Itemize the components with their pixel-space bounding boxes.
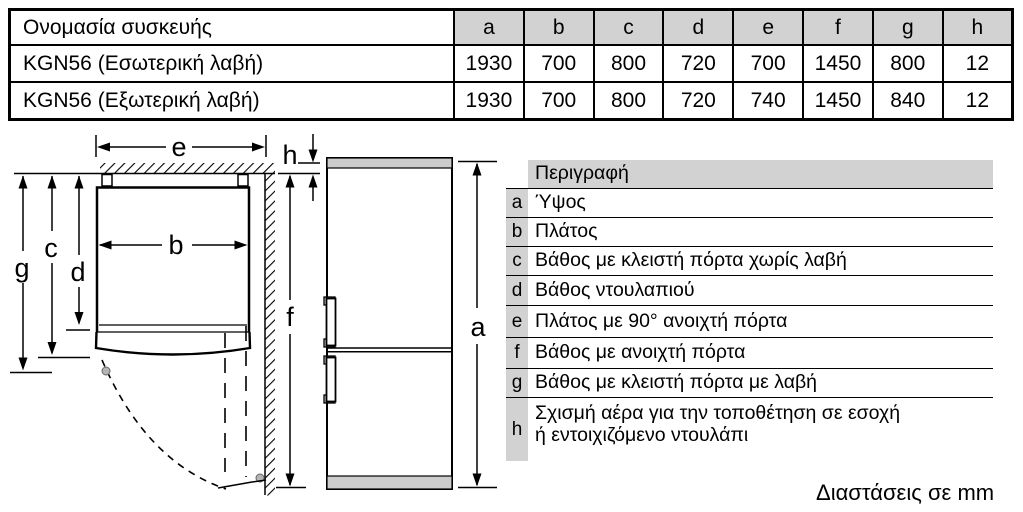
wall-hatch-top bbox=[100, 163, 275, 174]
legend-text: Βάθος με κλειστή πόρτα χωρίς λαβή bbox=[535, 249, 847, 272]
legend-text: Βάθος με ανοιχτή πόρτα bbox=[535, 341, 746, 364]
legend-header-letter-cell bbox=[506, 160, 528, 188]
legend-text: Βάθος ντουλαπιού bbox=[535, 278, 695, 301]
dim-label-b: b bbox=[168, 230, 183, 260]
dim-value-cell: 800 bbox=[592, 81, 665, 121]
door-swing-arc bbox=[101, 359, 227, 490]
col-header-c: c bbox=[592, 8, 665, 46]
legend-text: Πλάτος με 90° ανοιχτή πόρτα bbox=[535, 309, 788, 332]
dimension-f: f bbox=[276, 174, 306, 489]
door-closed-front bbox=[94, 331, 252, 356]
col-header-d: d bbox=[662, 8, 735, 46]
table-row: KGN56 (Εσωτερική λαβή) 1930 700 800 720 … bbox=[8, 44, 1014, 83]
dim-value-cell: 1450 bbox=[802, 81, 874, 121]
legend-table: Περιγραφή a Ύψος b Πλάτος c Βάθος με κλε… bbox=[506, 160, 993, 461]
col-header-g: g bbox=[871, 8, 944, 46]
model-name-cell: KGN56 (Εξωτερική λαβή) bbox=[8, 81, 455, 121]
door-open-dashed bbox=[101, 326, 267, 490]
top-view-group: e h bbox=[10, 132, 320, 496]
dim-value-cell: 720 bbox=[662, 81, 735, 121]
dim-value-cell: 800 bbox=[871, 44, 944, 83]
fridge-body-frontview bbox=[326, 157, 453, 490]
legend-text: Πλάτος bbox=[535, 220, 598, 243]
dim-label-d: d bbox=[70, 257, 85, 287]
legend-letter: g bbox=[506, 369, 528, 397]
legend-text: Ύψος bbox=[535, 191, 586, 214]
dim-label-a: a bbox=[470, 312, 486, 342]
legend-header-row: Περιγραφή bbox=[506, 160, 993, 189]
dim-value-cell: 1930 bbox=[453, 81, 525, 121]
dim-value-cell: 840 bbox=[871, 81, 944, 121]
legend-row-c: c Βάθος με κλειστή πόρτα χωρίς λαβή bbox=[506, 247, 993, 276]
table-header-row: Ονομασία συσκευής a b c d e f g h bbox=[8, 8, 1014, 46]
table-row: KGN56 (Εξωτερική λαβή) 1930 700 800 720 … bbox=[8, 81, 1014, 121]
legend-letter: c bbox=[506, 247, 528, 275]
legend-text: Σχισμή αέρα για την τοποθέτηση σε εσοχή … bbox=[535, 402, 901, 446]
dim-value-cell: 12 bbox=[941, 44, 1014, 83]
door-open-edge bbox=[217, 479, 267, 489]
dim-label-g: g bbox=[14, 253, 29, 283]
col-header-e: e bbox=[732, 8, 805, 46]
legend-letter: f bbox=[506, 338, 528, 368]
dim-value-cell: 740 bbox=[732, 81, 805, 121]
front-view-group: a bbox=[323, 157, 497, 490]
legend-row-b: b Πλάτος bbox=[506, 218, 993, 247]
dim-value-cell: 12 bbox=[941, 81, 1014, 121]
col-header-a: a bbox=[453, 8, 525, 46]
units-note: Διαστάσεις σε mm bbox=[816, 480, 995, 505]
dimensions-table: Ονομασία συσκευής a b c d e f g h KGN56 … bbox=[8, 8, 1014, 121]
dimension-a: a bbox=[458, 160, 497, 489]
dim-label-e: e bbox=[171, 132, 186, 162]
dim-value-cell: 1450 bbox=[802, 44, 874, 83]
upper-door-handle bbox=[323, 296, 337, 348]
dim-value-cell: 700 bbox=[522, 81, 595, 121]
col-header-b: b bbox=[522, 8, 595, 46]
dim-label-h: h bbox=[282, 140, 297, 170]
dimension-e: e bbox=[95, 132, 267, 162]
legend-row-a: a Ύψος bbox=[506, 189, 993, 218]
wall-hatch-side bbox=[265, 173, 275, 496]
fridge-body-topview bbox=[95, 186, 251, 332]
legend-row-f: f Βάθος με ανοιχτή πόρτα bbox=[506, 338, 993, 369]
legend-text: Βάθος με κλειστή πόρτα με λαβή bbox=[535, 371, 818, 394]
legend-letter: h bbox=[506, 398, 528, 461]
legend-row-h: h Σχισμή αέρα για την τοποθέτηση σε εσοχ… bbox=[506, 398, 993, 461]
legend-letter: e bbox=[506, 306, 528, 337]
dim-value-cell: 1930 bbox=[453, 44, 525, 83]
table-title-cell: Ονομασία συσκευής bbox=[8, 8, 455, 46]
legend-header: Περιγραφή bbox=[528, 160, 993, 188]
dim-label-f: f bbox=[286, 302, 294, 332]
legend-letter: a bbox=[506, 189, 528, 217]
lower-door-handle bbox=[323, 355, 337, 404]
dimension-h: h bbox=[278, 134, 320, 201]
base-plinth bbox=[326, 475, 453, 490]
dim-value-cell: 700 bbox=[732, 44, 805, 83]
dim-label-c: c bbox=[44, 233, 58, 263]
col-header-f: f bbox=[802, 8, 874, 46]
hinge-block-left bbox=[101, 173, 113, 187]
legend-row-d: d Βάθος ντουλαπιού bbox=[506, 276, 993, 306]
dim-value-cell: 700 bbox=[522, 44, 595, 83]
dim-value-cell: 800 bbox=[592, 44, 665, 83]
model-name-cell: KGN56 (Εσωτερική λαβή) bbox=[8, 44, 455, 83]
top-air-strip bbox=[326, 157, 453, 169]
dimension-c: c bbox=[38, 175, 90, 359]
hinge-block-right bbox=[237, 173, 249, 187]
legend-letter: d bbox=[506, 276, 528, 305]
col-header-h: h bbox=[941, 8, 1014, 46]
installation-diagram: e h bbox=[10, 132, 497, 496]
legend-letter: b bbox=[506, 218, 528, 246]
dimension-g: g bbox=[10, 175, 52, 374]
legend-row-g: g Βάθος με κλειστή πόρτα με λαβή bbox=[506, 369, 993, 398]
dim-value-cell: 720 bbox=[662, 44, 735, 83]
door-corner-marker bbox=[101, 366, 111, 376]
dimension-d: d bbox=[66, 175, 90, 331]
dimension-b: b bbox=[98, 230, 248, 260]
legend-row-e: e Πλάτος με 90° ανοιχτή πόρτα bbox=[506, 306, 993, 338]
